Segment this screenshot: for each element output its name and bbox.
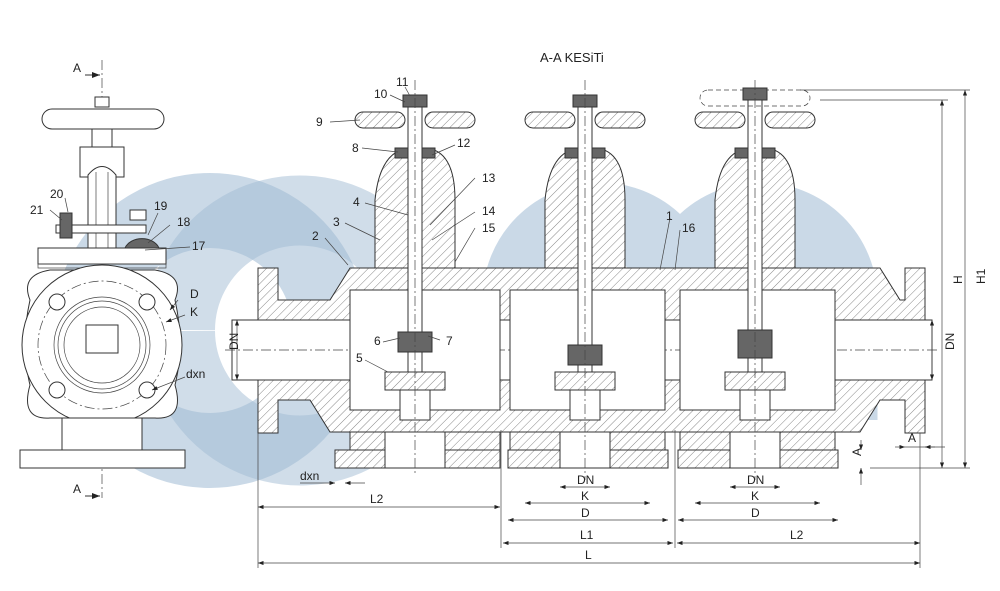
part-label-19: 19 — [154, 199, 168, 213]
part-label-12: 12 — [457, 136, 471, 150]
section-mark-top: A — [73, 61, 81, 75]
part-label-17: 17 — [192, 239, 206, 253]
handwheel-1[interactable] — [354, 111, 406, 129]
dim-dxn-label: dxn — [186, 367, 205, 381]
handwheel-3[interactable] — [694, 111, 746, 129]
yoke-flange — [37, 247, 167, 265]
dim-v2-D: D — [581, 506, 590, 520]
front-view — [19, 60, 191, 499]
dim-v2-K: K — [581, 489, 589, 503]
dim-v3-DN: DN — [747, 473, 764, 487]
part-label-1: 1 — [666, 209, 673, 223]
dim-A-right: A — [908, 431, 916, 445]
dim-L1: L1 — [580, 528, 594, 542]
bolt-holes — [48, 293, 156, 399]
dim-dn-left: DN — [227, 333, 241, 350]
part-label-9: 9 — [316, 115, 323, 129]
part-label-15: 15 — [482, 221, 496, 235]
part-label-16: 16 — [682, 221, 696, 235]
dim-dn-right: DN — [943, 333, 957, 350]
part-label-11: 11 — [396, 75, 409, 89]
part-label-10: 10 — [374, 87, 388, 101]
part-label-2: 2 — [312, 229, 319, 243]
stem-nut — [94, 96, 110, 108]
dim-v3-K: K — [751, 489, 759, 503]
handwheel[interactable] — [41, 108, 165, 130]
part-label-8: 8 — [352, 141, 359, 155]
dimension-lines — [234, 89, 970, 568]
part-label-21: 21 — [30, 203, 44, 217]
dim-A-bottom: A — [850, 448, 864, 456]
dim-L2-right: L2 — [790, 528, 804, 542]
dim-H1: H1 — [974, 268, 988, 284]
part-label-7: 7 — [446, 334, 453, 348]
part-leaders — [324, 86, 681, 373]
bolt-20 — [59, 212, 73, 239]
part-label-13: 13 — [482, 171, 496, 185]
part-label-20: 20 — [50, 187, 64, 201]
part-label-4: 4 — [353, 195, 360, 209]
valve-3 — [694, 80, 816, 480]
section-mark-bottom: A — [73, 482, 81, 496]
base-plate — [19, 449, 186, 469]
dim-L: L — [585, 548, 592, 562]
part-label-18: 18 — [177, 215, 191, 229]
part-label-6: 6 — [374, 334, 381, 348]
dim-L2-left: L2 — [370, 492, 384, 506]
dim-v2-DN: DN — [577, 473, 594, 487]
handwheel-2[interactable] — [524, 111, 576, 129]
part-label-3: 3 — [333, 215, 340, 229]
valve-2 — [524, 80, 646, 480]
dim-D-label: D — [190, 287, 199, 301]
dim-dxn: dxn — [300, 469, 319, 483]
dim-K-label: K — [190, 305, 198, 319]
dim-H: H — [951, 275, 965, 284]
section-title: A-A KESiTi — [540, 50, 604, 65]
dim-v3-D: D — [751, 506, 760, 520]
part-label-14: 14 — [482, 204, 496, 218]
part-label-5: 5 — [356, 351, 363, 365]
